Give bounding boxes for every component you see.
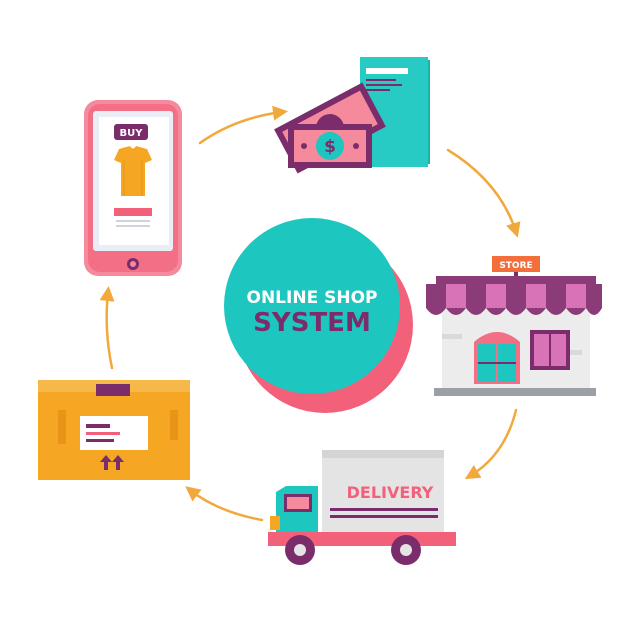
tshirt-icon: [114, 146, 152, 196]
truck-cab: [270, 486, 318, 532]
arrow-store-to-truck: [464, 408, 518, 480]
payment-icon: $: [274, 57, 430, 174]
banknote-front-icon: $: [288, 124, 372, 168]
store-sign-label: STORE: [499, 261, 532, 271]
center-title-line1: ONLINE SHOP: [247, 288, 378, 308]
arrow-payment-to-store: [446, 148, 521, 238]
center-title-line2: SYSTEM: [253, 308, 371, 338]
delivery-truck-icon: DELIVERY: [268, 450, 456, 565]
store-icon: STORE: [426, 256, 602, 396]
store-awning: [426, 284, 602, 315]
smartphone-icon: BUY: [84, 100, 182, 276]
center-badge: ONLINE SHOP SYSTEM: [224, 218, 413, 413]
cycle-arrows: [99, 105, 521, 522]
truck-cargo: [322, 450, 444, 532]
arrow-box-to-phone: [99, 286, 115, 370]
arrow-phone-to-payment: [198, 105, 288, 145]
store-sign: [492, 256, 540, 272]
arrow-truck-to-box: [185, 486, 264, 522]
store-door: [474, 332, 520, 384]
parcel-box-icon: [38, 380, 190, 480]
truck-delivery-label: DELIVERY: [347, 483, 434, 502]
buy-badge: [114, 124, 148, 140]
buy-label: BUY: [120, 128, 144, 139]
store-window: [530, 330, 570, 370]
this-side-up-icon: [100, 455, 124, 470]
dollar-sign-icon: $: [324, 137, 336, 157]
center-circle: [224, 218, 400, 394]
